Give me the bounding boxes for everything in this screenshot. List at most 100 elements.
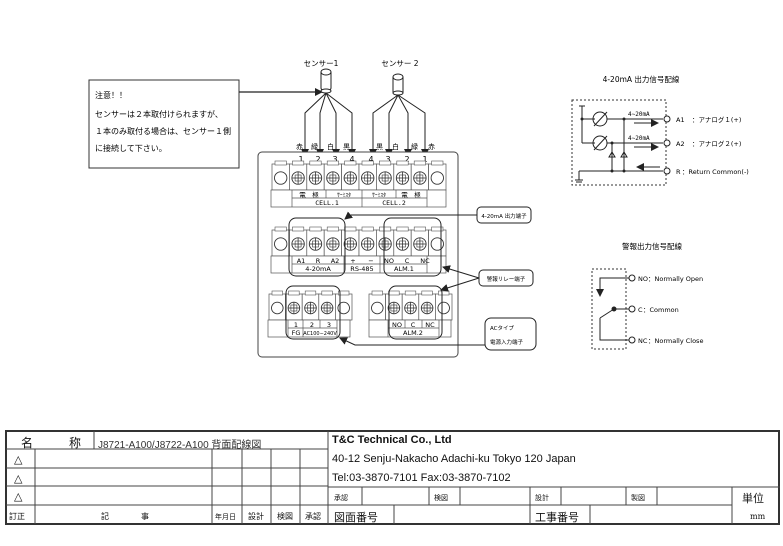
- blank-terminal: [271, 226, 290, 257]
- blank-terminal: [368, 290, 386, 321]
- terminal-block-power: [268, 290, 353, 321]
- terminal-label: 3: [327, 321, 331, 329]
- terminal-desc: ：Return Common(-): [682, 168, 749, 176]
- note-line: 注意！！: [95, 90, 127, 100]
- revision-mark: △: [14, 453, 23, 466]
- project-number-label: 工事番号: [535, 511, 579, 524]
- wire-color: 緑: [311, 142, 318, 151]
- screw-terminal: [358, 226, 377, 257]
- terminal-desc: ：Normally Open: [648, 275, 703, 283]
- screw-terminal: [376, 226, 395, 257]
- wiring-diagram: 注意！！ センサーは２本取付けられますが、 １本のみ取付る場合は、センサー１側 …: [88, 59, 749, 358]
- screw-terminal: [410, 226, 429, 257]
- terminal-label: A2: [331, 257, 340, 265]
- screw-terminal: [341, 226, 360, 257]
- title-block: 名 称 J8721-A100/J8722-A100 背面配線図 △ △ △ 訂正…: [5, 430, 780, 525]
- sensor-label: センサー1: [304, 59, 339, 68]
- callout-relay: 警報リレー端子: [440, 265, 534, 292]
- unit-value: mm: [750, 512, 766, 521]
- drawing-name: J8721-A100/J8722-A100 背面配線図: [98, 440, 262, 451]
- sign-design: 設計: [535, 494, 549, 502]
- callout-text: 警報リレー端子: [487, 275, 526, 283]
- screw-terminal: [418, 290, 436, 321]
- callout-text: 電源入力端子: [490, 338, 524, 346]
- group-label: 電 極: [299, 190, 319, 199]
- name-label-1: 名: [21, 436, 34, 450]
- note-line: １本のみ取付る場合は、センサー１側: [95, 126, 231, 136]
- terminal-numbers: 1 2 3 4 4 3 2 1: [298, 155, 427, 164]
- terminal-number: 3: [332, 155, 337, 164]
- terminal-block-row1: [271, 160, 447, 191]
- note-line: に接続して下さい。: [95, 143, 167, 153]
- revision-mark: △: [14, 490, 23, 503]
- terminal-label: NO: [392, 321, 402, 329]
- blank-terminal: [268, 290, 286, 321]
- terminal-desc: ：Common: [643, 306, 679, 314]
- terminal-number: 4: [368, 155, 373, 164]
- terminal-code: NO: [638, 275, 648, 283]
- terminal-block-row2: [271, 226, 447, 257]
- group-label: RS-485: [350, 265, 373, 273]
- terminal-number: 4: [349, 155, 354, 164]
- group-label: AC100∼240V: [303, 331, 337, 337]
- analog-wiring-diagram: 4-20mA 出力信号配線: [571, 74, 749, 186]
- footer-notes-2: 事: [141, 512, 149, 521]
- terminal-label: C: [405, 257, 410, 265]
- screw-terminal: [393, 226, 412, 257]
- note-line: センサーは２本取付けられますが、: [95, 109, 223, 119]
- screw-terminal: [376, 160, 395, 191]
- wire-color: 黒: [343, 143, 350, 151]
- name-label-2: 称: [69, 436, 82, 450]
- sign-draft: 製図: [631, 494, 645, 502]
- footer-check: 検図: [277, 512, 293, 521]
- screw-terminal: [385, 290, 403, 321]
- terminal-label: NC: [420, 257, 430, 265]
- sensor-1: センサー1: [304, 59, 339, 94]
- terminal-desc: ：Normally Close: [648, 337, 703, 345]
- current-label: 4∼20mA: [628, 135, 650, 142]
- terminal-label: NO: [384, 257, 394, 265]
- terminal-label: R: [316, 257, 321, 265]
- blank-terminal: [435, 290, 453, 321]
- company-contact: Tel:03-3870-7101 Fax:03-3870-7102: [332, 472, 511, 484]
- company-address: 40-12 Senju-Nakacho Adachi-ku Tokyo 120 …: [332, 453, 576, 465]
- group-label: FG: [292, 329, 301, 337]
- screw-terminal: [301, 290, 320, 321]
- alarm-wiring-diagram: 警報出力信号配線 NO ：Normally Open C ：Common NC …: [591, 241, 703, 350]
- screw-terminal: [358, 160, 377, 191]
- wire-color: 白: [392, 142, 399, 151]
- wire-color: 黒: [376, 143, 383, 151]
- group-label: ｻｰﾐｽﾀ: [372, 192, 386, 199]
- screw-terminal: [318, 290, 336, 321]
- screw-terminal: [289, 160, 308, 191]
- wire-color: 緑: [411, 142, 418, 151]
- screw-terminal: [393, 160, 412, 191]
- terminal-label: NC: [425, 321, 435, 329]
- footer-date: 年月日: [215, 513, 236, 521]
- terminal-label: 1: [294, 321, 298, 329]
- analog-wiring-title: 4-20mA 出力信号配線: [603, 74, 680, 84]
- footer-approve: 承認: [305, 512, 321, 521]
- terminal-code: A1: [676, 116, 685, 124]
- wire-color: 赤: [296, 143, 303, 151]
- screw-terminal: [341, 160, 360, 191]
- title-block-grid: [6, 431, 780, 524]
- cell-label: CELL.2: [382, 199, 406, 207]
- sensor-label: センサー 2: [381, 59, 418, 68]
- terminal-label: A1: [297, 257, 306, 265]
- group-label: ｻｰﾐｽﾀ: [337, 192, 351, 199]
- screw-terminal: [306, 160, 325, 191]
- terminal-label: C: [411, 321, 416, 329]
- callout-power: ACタイプ 電源入力端子: [339, 317, 537, 351]
- terminal-number: 3: [385, 155, 390, 164]
- group-label: ALM.2: [403, 329, 423, 337]
- wire-color-labels: 赤 緑 白 黒 黒 白 緑 赤: [296, 142, 435, 151]
- cell-label: CELL.1: [315, 199, 339, 207]
- terminal-number: 1: [298, 155, 303, 164]
- callout-text: ACタイプ: [490, 324, 515, 332]
- note-box: 注意！！ センサーは２本取付けられますが、 １本のみ取付る場合は、センサー１側 …: [88, 79, 240, 169]
- wire-color: 白: [327, 142, 334, 151]
- unit-label: 単位: [742, 492, 764, 505]
- sensor-wires: [301, 92, 429, 157]
- terminal-number: 2: [404, 155, 409, 164]
